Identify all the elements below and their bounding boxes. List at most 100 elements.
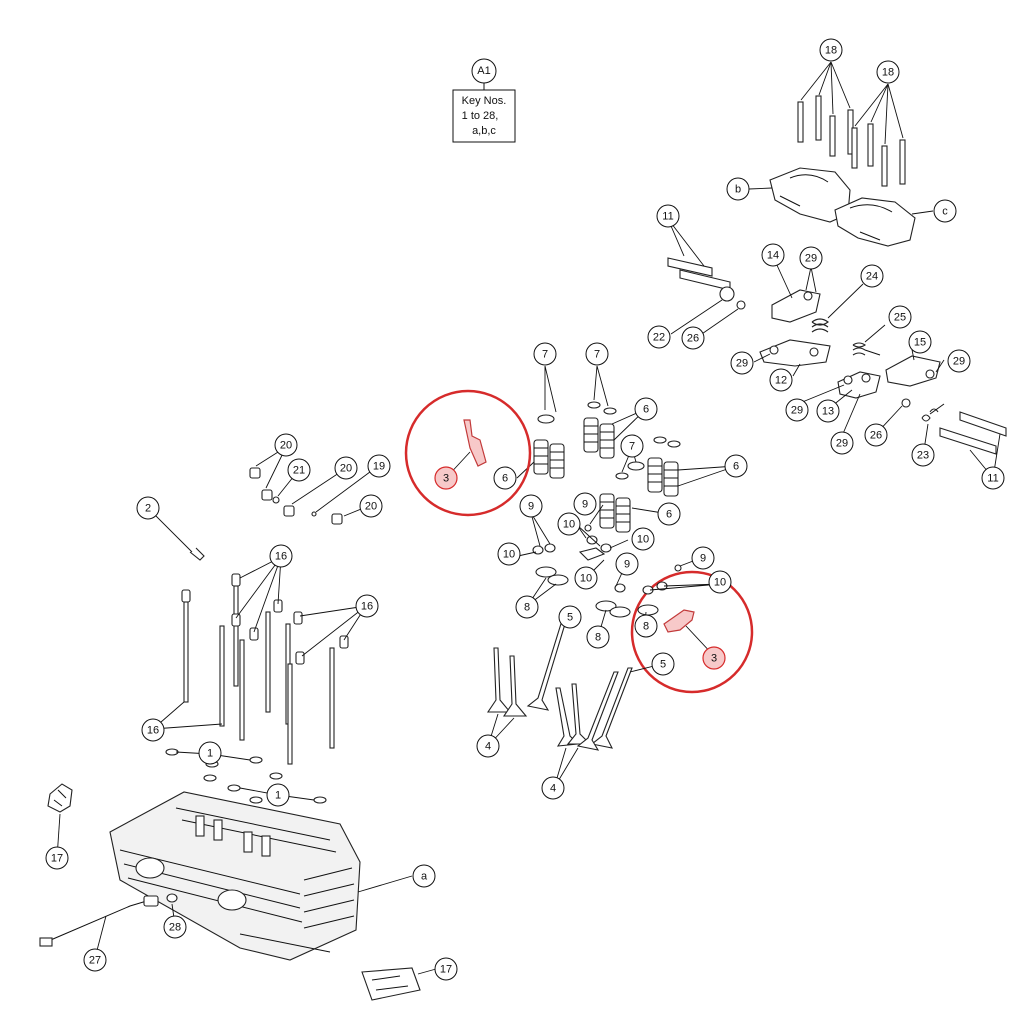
callout-circle bbox=[864, 423, 888, 447]
callout-19: 19 bbox=[367, 454, 391, 478]
callout-5: 5 bbox=[558, 605, 582, 629]
callout-number: 9 bbox=[528, 501, 534, 513]
callout-circle bbox=[888, 305, 912, 329]
callout-number: 10 bbox=[637, 534, 649, 546]
callout-number: 3 bbox=[711, 653, 717, 665]
callout-18: 18 bbox=[876, 60, 900, 84]
callout-circle bbox=[860, 264, 884, 288]
callout-27: 27 bbox=[83, 948, 107, 972]
callout-number: 24 bbox=[866, 271, 878, 283]
callout-6: 6 bbox=[493, 466, 517, 490]
callout-number: 11 bbox=[987, 473, 998, 485]
callout-circle bbox=[730, 351, 754, 375]
callout-number: 9 bbox=[624, 559, 630, 571]
callout-6: 6 bbox=[657, 502, 681, 526]
callout-circle bbox=[876, 60, 900, 84]
callout-number: 5 bbox=[660, 659, 666, 671]
callout-circle bbox=[45, 846, 69, 870]
key-box-line3: a,b,c bbox=[472, 125, 496, 137]
callout-number: 9 bbox=[700, 553, 706, 565]
callout-7: 7 bbox=[585, 342, 609, 366]
callout-7: 7 bbox=[533, 342, 557, 366]
rocker-cover-c bbox=[834, 197, 934, 247]
callout-circle bbox=[359, 494, 383, 518]
callout-number: 18 bbox=[882, 67, 894, 79]
callout-17: 17 bbox=[45, 846, 69, 870]
callout-8: 8 bbox=[515, 595, 539, 619]
callout-5: 5 bbox=[651, 652, 675, 676]
callout-circle bbox=[269, 544, 293, 568]
callout-11: 11 bbox=[981, 466, 1005, 490]
callout-10: 10 bbox=[574, 566, 598, 590]
callout-circle bbox=[136, 496, 160, 520]
callout-9: 9 bbox=[573, 492, 597, 516]
callout-number: 6 bbox=[666, 509, 672, 521]
callout-circle bbox=[83, 948, 107, 972]
callout-circle bbox=[708, 570, 732, 594]
callout-3: 3 bbox=[702, 646, 726, 670]
callout-number: b bbox=[735, 184, 741, 196]
callout-number: c bbox=[942, 206, 948, 218]
callout-number: 29 bbox=[805, 253, 817, 265]
callout-circle bbox=[933, 199, 957, 223]
callout-number: 11 bbox=[662, 211, 673, 223]
callout-number: 16 bbox=[147, 725, 159, 737]
callout-number: 7 bbox=[629, 441, 635, 453]
callout-28: 28 bbox=[163, 915, 187, 939]
callout-circle bbox=[586, 625, 610, 649]
callout-circle bbox=[198, 741, 222, 765]
callout-number: 23 bbox=[917, 450, 929, 462]
callout-circle bbox=[691, 546, 715, 570]
callout-circle bbox=[657, 502, 681, 526]
callout-20: 20 bbox=[334, 456, 358, 480]
callout-circle bbox=[911, 443, 935, 467]
callout-29: 29 bbox=[799, 246, 823, 270]
callout-number: 15 bbox=[914, 337, 926, 349]
callout-number: 20 bbox=[280, 440, 292, 452]
sensor-27 bbox=[39, 895, 159, 959]
callout-17: 17 bbox=[434, 957, 458, 981]
callout-circle bbox=[819, 38, 843, 62]
callout-circle bbox=[519, 494, 543, 518]
callout-1: 1 bbox=[198, 741, 222, 765]
callout-number: 20 bbox=[365, 501, 377, 513]
callout-21: 21 bbox=[287, 458, 311, 482]
callout-number: 26 bbox=[870, 430, 882, 442]
callout-circle bbox=[355, 594, 379, 618]
callout-circle bbox=[274, 433, 298, 457]
callout-number: 28 bbox=[169, 922, 181, 934]
callout-6: 6 bbox=[724, 454, 748, 478]
callout-number: 5 bbox=[567, 612, 573, 624]
callout-15: 15 bbox=[908, 330, 932, 354]
callout-8: 8 bbox=[634, 614, 658, 638]
callout-13: 13 bbox=[816, 399, 840, 423]
callout-9: 9 bbox=[519, 494, 543, 518]
callout-circle bbox=[947, 349, 971, 373]
callout-number: 14 bbox=[767, 250, 779, 262]
callout-number: 22 bbox=[653, 332, 665, 344]
valve-collets-7 bbox=[537, 365, 681, 480]
small-fasteners-19-20-21 bbox=[249, 446, 379, 525]
callout-10: 10 bbox=[631, 527, 655, 551]
callout-9: 9 bbox=[615, 552, 639, 576]
callout-number: a bbox=[421, 871, 428, 883]
callout-number: 29 bbox=[953, 356, 965, 368]
callout-10: 10 bbox=[557, 512, 581, 536]
callout-circle bbox=[631, 527, 655, 551]
callout-26: 26 bbox=[864, 423, 888, 447]
callout-circle bbox=[557, 512, 581, 536]
callout-number: 21 bbox=[293, 465, 305, 477]
callout-20: 20 bbox=[359, 494, 383, 518]
head-bolts-16 bbox=[152, 556, 367, 765]
callout-29: 29 bbox=[730, 351, 754, 375]
callout-circle bbox=[656, 204, 680, 228]
valve-springs-6 bbox=[516, 408, 737, 533]
callout-circle bbox=[497, 542, 521, 566]
callout-circle bbox=[434, 466, 458, 490]
callout-number: 25 bbox=[894, 312, 906, 324]
callout-number: 12 bbox=[775, 375, 787, 387]
callout-2: 2 bbox=[136, 496, 160, 520]
callout-circle bbox=[761, 243, 785, 267]
